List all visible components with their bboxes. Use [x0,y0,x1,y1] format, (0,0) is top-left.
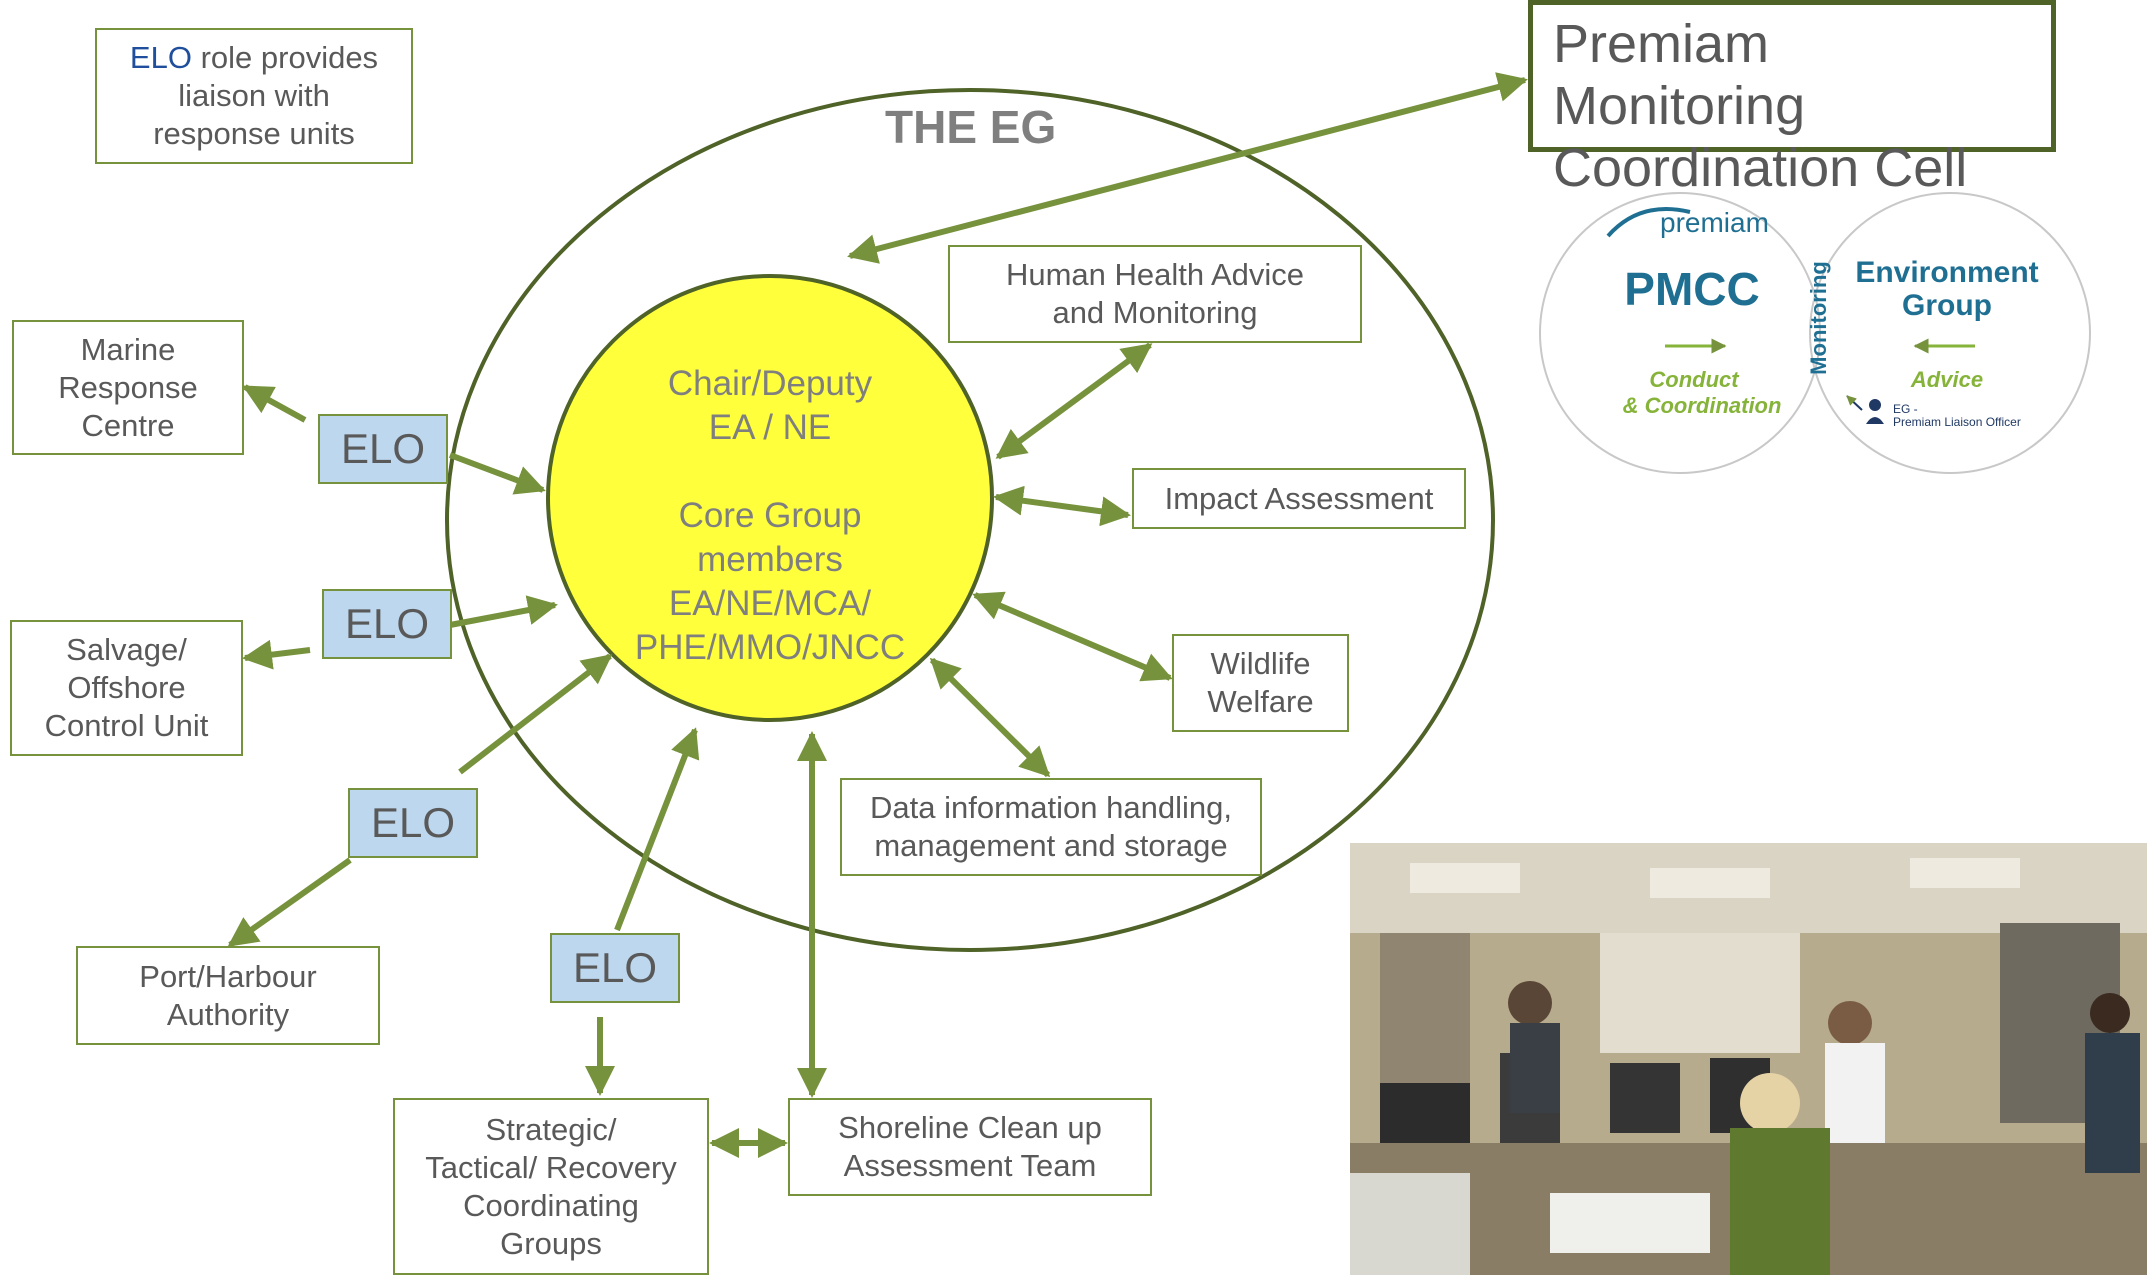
core-group-text: Chair/Deputy EA / NE Core Group members … [580,362,960,670]
elo-role-note: ELO role provides liaison with response … [95,28,413,164]
venn-diagram: premiam PMCC Conduct & Coordination Moni… [1539,192,2091,474]
arrow-core-data [929,657,1051,778]
venn-liaison-line2: Premiam Liaison Officer [1893,415,2021,429]
shoreline-team-box: Shoreline Clean up Assessment Team [788,1098,1152,1196]
marine-response-centre-box: Marine Response Centre [12,320,244,455]
elo-box-1: ELO [318,414,448,484]
port-line1: Port/Harbour [139,958,317,994]
salvage-offshore-box: Salvage/ Offshore Control Unit [10,620,243,756]
strategic-line1: Strategic/ [485,1111,617,1147]
core-group-circle [546,274,994,722]
wildlife-welfare-box: Wildlife Welfare [1172,634,1349,732]
marine-line1: Marine [80,331,176,367]
person-icon [1869,399,1881,411]
elo-box-4: ELO [550,933,680,1003]
shoreline-line2: Assessment Team [843,1148,1097,1183]
impact-line1: Impact Assessment [1164,480,1434,516]
marine-line2: Response [58,369,198,405]
venn-liaison-line1: EG - [1893,402,1918,416]
premiam-logo-icon [1606,207,1691,238]
arrow-core-wildlife [972,591,1173,682]
arrow-core-impact [993,485,1131,527]
strategic-line4: Groups [500,1225,602,1261]
marine-line3: Centre [81,407,175,443]
venn-env-line2: Group [1902,289,1992,322]
core-group-label: Core Group [678,496,862,535]
elo-box-3: ELO [348,788,478,858]
data-line1: Data information handling, [870,790,1232,825]
venn-conduct-line2: & Coordination [1623,393,1782,418]
strategic-groups-box: Strategic/ Tactical/ Recovery Coordinati… [393,1098,709,1275]
arrow-elo3-port [227,857,352,948]
core-chair: Chair/Deputy [667,364,873,403]
data-handling-box: Data information handling, management an… [840,778,1262,876]
wildlife-line2: Welfare [1207,684,1314,719]
salvage-line3: Control Unit [44,708,209,743]
core-orgs-line2: PHE/MMO/JNCC [634,628,906,667]
elo-note-rest: role provides [200,40,379,75]
core-chair-orgs: EA / NE [708,408,832,447]
health-line1: Human Health Advice [1005,257,1305,292]
arrow-elo2-salvage [242,639,311,670]
arrow-elo2-core [449,595,558,628]
pmcc-title-line1: Premiam Monitoring [1553,14,1806,136]
arrow-elo1-core [448,452,546,495]
salvage-line2: Offshore [67,670,186,705]
core-members-label: members [697,540,843,579]
health-line2: and Monitoring [1052,295,1258,330]
liaison-arrow-icon [1846,395,1863,411]
shoreline-line1: Shoreline Clean up [838,1110,1102,1145]
elo-note-elo-word: ELO [129,40,192,75]
salvage-line1: Salvage/ [66,632,187,667]
wildlife-line1: Wildlife [1210,646,1311,681]
venn-env-line1: Environment [1855,256,2038,289]
venn-conduct-line1: Conduct [1649,367,1740,392]
operations-room-photo [1350,843,2147,1275]
elo-note-line1: ELO role provides [97,39,411,77]
human-health-box: Human Health Advice and Monitoring [948,245,1362,343]
pmcc-title-box: Premiam Monitoring Coordination Cell [1528,0,2056,198]
data-line2: management and storage [874,828,1228,863]
arrow-elo1-marine [242,384,307,423]
arrow-elo3-core [458,653,613,775]
strategic-line2: Tactical/ Recovery [425,1149,677,1185]
pmcc-title-line2: Coordination Cell [1553,138,1968,198]
elo-box-2: ELO [322,589,452,659]
impact-assessment-box: Impact Assessment [1132,468,1466,529]
port-line2: Authority [166,996,290,1032]
venn-pmcc-text: PMCC [1624,263,1759,315]
core-orgs-line1: EA/NE/MCA/ [668,584,872,623]
venn-logo-text: premiam [1660,207,1769,238]
eg-title: THE EG [885,101,1057,153]
port-harbour-box: Port/Harbour Authority [76,946,380,1045]
elo-note-line3: response units [153,116,355,151]
arrow-core-pmcc [847,72,1528,264]
arrow-core-health [995,342,1153,460]
venn-advice-text: Advice [1910,367,1983,392]
arrow-elo4-core [614,727,700,932]
venn-monitoring-text: Monitoring [1806,261,1831,375]
elo-note-line2: liaison with [178,78,330,113]
strategic-line3: Coordinating [463,1187,639,1223]
